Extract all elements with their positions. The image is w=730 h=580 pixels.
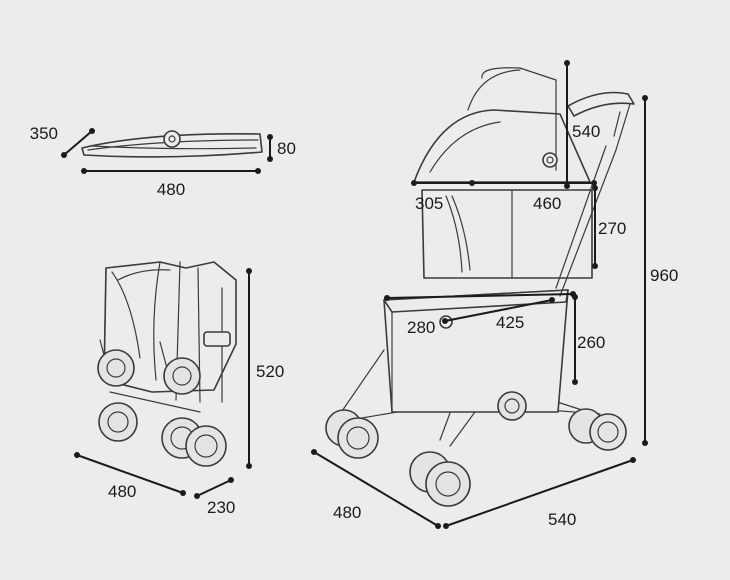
base-width-dimension — [384, 291, 576, 301]
base-height-label: 260 — [577, 333, 605, 352]
top-depth-label: 305 — [415, 194, 443, 213]
flat-depth-dimension — [61, 128, 95, 158]
flat-depth-label: 350 — [30, 124, 58, 143]
top-width-dimension — [411, 180, 597, 186]
flat-length-dimension — [81, 168, 261, 174]
folded-stroller-drawing — [97, 261, 237, 467]
flat-folded-stroller-drawing — [81, 130, 263, 158]
overall-height-label: 960 — [650, 266, 678, 285]
open-width-dimension — [311, 449, 441, 529]
overall-height-dimension — [642, 95, 648, 446]
flat-length-label: 480 — [157, 180, 185, 199]
top-height-dimension — [592, 185, 598, 269]
base-depth-dimension — [442, 297, 555, 324]
folded-width-dimension — [194, 477, 234, 499]
open-length-label: 540 — [548, 510, 576, 529]
open-width-label: 480 — [333, 503, 361, 522]
top-width-label: 460 — [533, 194, 561, 213]
folded-height-dimension — [246, 268, 252, 469]
folded-width-label: 230 — [207, 498, 235, 517]
open-length-dimension — [443, 457, 636, 529]
folded-height-label: 520 — [256, 362, 284, 381]
base-depth-label: 280 — [407, 318, 435, 337]
top-height-label: 270 — [598, 219, 626, 238]
folded-length-dimension — [74, 452, 186, 496]
flat-height-label: 80 — [277, 139, 296, 158]
canopy-height-label: 540 — [572, 122, 600, 141]
flat-height-dimension — [267, 134, 273, 162]
base-height-dimension — [572, 294, 578, 385]
folded-length-label: 480 — [108, 482, 136, 501]
open-stroller-drawing — [325, 67, 635, 507]
base-width-label: 425 — [496, 313, 524, 332]
canopy-height-dimension — [564, 60, 570, 189]
